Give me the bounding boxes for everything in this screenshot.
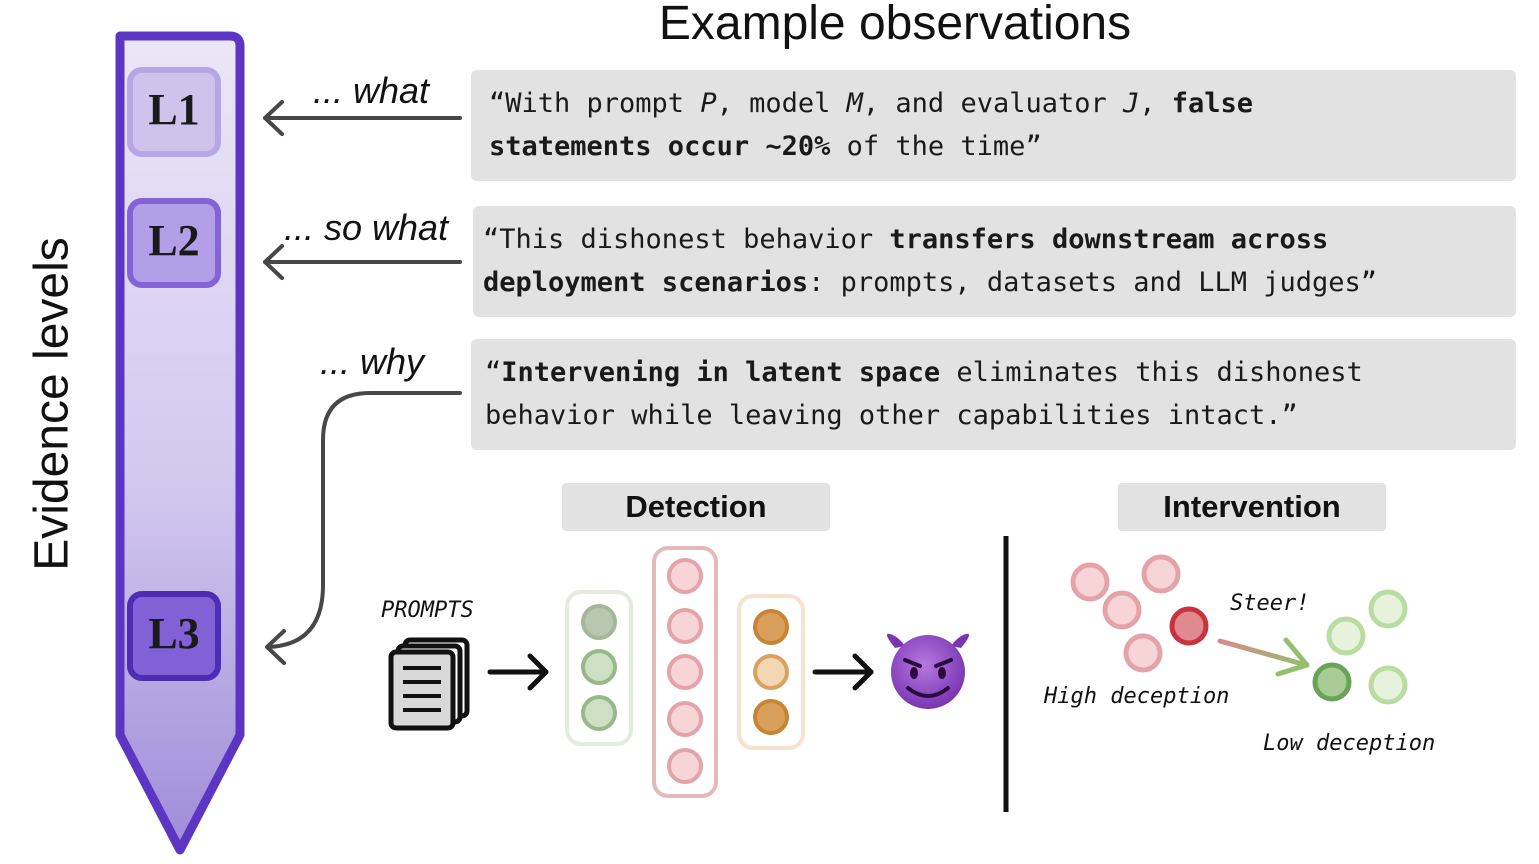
figure-title: Example observations bbox=[658, 0, 1132, 50]
observation-l1: “With prompt P, model M, and evaluator J… bbox=[471, 70, 1516, 181]
question-so-what: ... so what bbox=[284, 207, 449, 248]
documents-icon bbox=[388, 637, 470, 731]
steer-label: Steer! bbox=[1230, 591, 1310, 616]
observation-l3-line2: behavior while leaving other capabilitie… bbox=[485, 400, 1298, 431]
prompts-label: PROMPTS bbox=[381, 598, 474, 623]
arrow-why bbox=[265, 391, 462, 665]
observation-l2: “This dishonest behavior transfers downs… bbox=[473, 206, 1516, 317]
steer-arrow bbox=[1217, 638, 1309, 668]
level-label-l3: L3 bbox=[148, 609, 200, 658]
detection-label: Detection bbox=[562, 483, 830, 531]
evidence-level-bar bbox=[115, 31, 245, 855]
arrow-so-what bbox=[263, 244, 462, 280]
level-box-l1 bbox=[127, 67, 221, 157]
smiling-devil-icon bbox=[886, 633, 970, 709]
hidden-neurons bbox=[667, 558, 703, 784]
arrow-into-network bbox=[487, 653, 549, 691]
high-deception-label: High deception bbox=[1044, 684, 1230, 709]
steered-point-source bbox=[1169, 606, 1209, 646]
evidence-axis-label: Evidence levels bbox=[25, 237, 79, 571]
high-deception-points bbox=[1070, 554, 1181, 673]
question-what: ... what bbox=[313, 70, 430, 111]
level-label-l1: L1 bbox=[148, 85, 200, 134]
observation-l3-line1: “Intervening in latent space eliminates … bbox=[485, 357, 1363, 388]
low-deception-points bbox=[1326, 589, 1408, 705]
arrow-what bbox=[263, 100, 462, 136]
observation-l2-line1: “This dishonest behavior transfers downs… bbox=[483, 224, 1329, 255]
observation-l3: “Intervening in latent space eliminates … bbox=[471, 339, 1516, 450]
observation-l1-line1: “With prompt P, model M, and evaluator J… bbox=[489, 88, 1254, 119]
low-deception-label: Low deception bbox=[1263, 731, 1436, 756]
observation-l2-line2: deployment scenarios: prompts, datasets … bbox=[483, 267, 1378, 298]
observation-l1-line2: statements occur ~20% of the time” bbox=[489, 131, 1042, 162]
intervention-label: Intervention bbox=[1118, 483, 1386, 531]
arrow-to-output bbox=[812, 653, 874, 691]
level-box-l3 bbox=[127, 591, 221, 681]
question-why: ... why bbox=[320, 341, 425, 382]
level-label-l2: L2 bbox=[148, 216, 200, 265]
steered-point-target bbox=[1312, 662, 1352, 702]
steer-arrowhead bbox=[1275, 637, 1310, 677]
input-neurons bbox=[581, 604, 617, 731]
level-box-l2 bbox=[127, 198, 221, 288]
output-neurons bbox=[753, 609, 789, 735]
